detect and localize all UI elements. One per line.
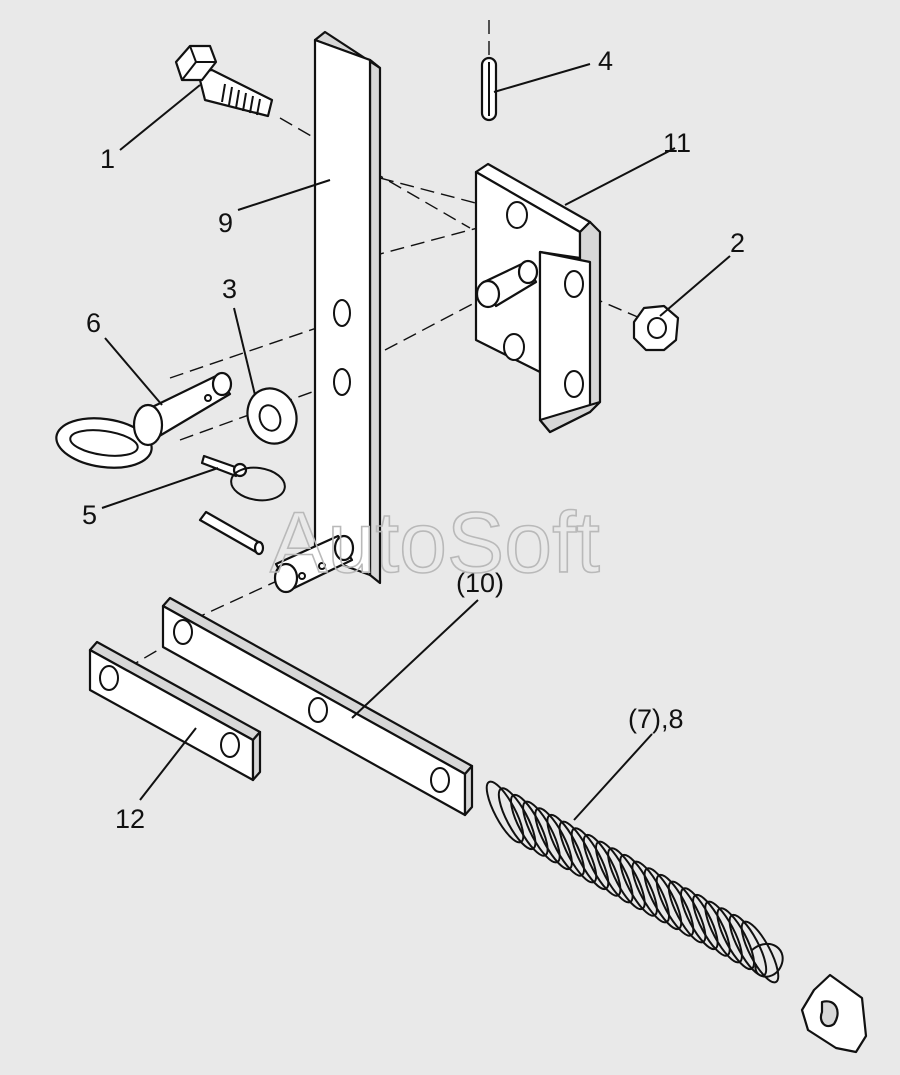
spring-hook xyxy=(800,973,868,1054)
callout-6: 6 xyxy=(86,308,101,338)
bracket-part-11 xyxy=(474,162,602,434)
lynch-pin-part-5 xyxy=(200,454,286,502)
spring-part-7-8 xyxy=(485,780,784,984)
leader-lines xyxy=(101,63,731,821)
spring-coil xyxy=(740,920,780,984)
clevis-pin xyxy=(273,534,355,594)
bar-part-9 xyxy=(313,30,382,585)
callout-9: 9 xyxy=(218,208,233,238)
spring-coil xyxy=(485,780,525,844)
callout-10: (10) xyxy=(456,568,504,598)
callout-12: 12 xyxy=(115,804,145,834)
callout-labels: 1 2 3 4 5 6 (7),8 9 (10) 11 12 xyxy=(82,46,745,834)
bracket-pin xyxy=(475,259,539,309)
callout-2: 2 xyxy=(730,228,745,258)
callout-11: 11 xyxy=(663,128,691,158)
callout-1: 1 xyxy=(100,144,115,174)
callout-5: 5 xyxy=(82,500,97,530)
nut-part-2 xyxy=(632,304,680,352)
callout-3: 3 xyxy=(222,274,237,304)
handle-pin-part-6 xyxy=(55,371,233,469)
bolt-thread xyxy=(221,83,261,116)
washer-part-3 xyxy=(246,387,298,445)
plate-part-12 xyxy=(88,640,262,782)
loose-pin xyxy=(198,510,265,556)
plate-part-10 xyxy=(161,596,474,817)
callout-7-8: (7),8 xyxy=(628,704,684,734)
callout-4: 4 xyxy=(598,46,613,76)
watermark-text: AutoSoft xyxy=(270,495,600,591)
spring-coils xyxy=(485,780,780,984)
bolt-part-1 xyxy=(174,44,274,118)
roll-pin-part-4 xyxy=(480,56,498,122)
